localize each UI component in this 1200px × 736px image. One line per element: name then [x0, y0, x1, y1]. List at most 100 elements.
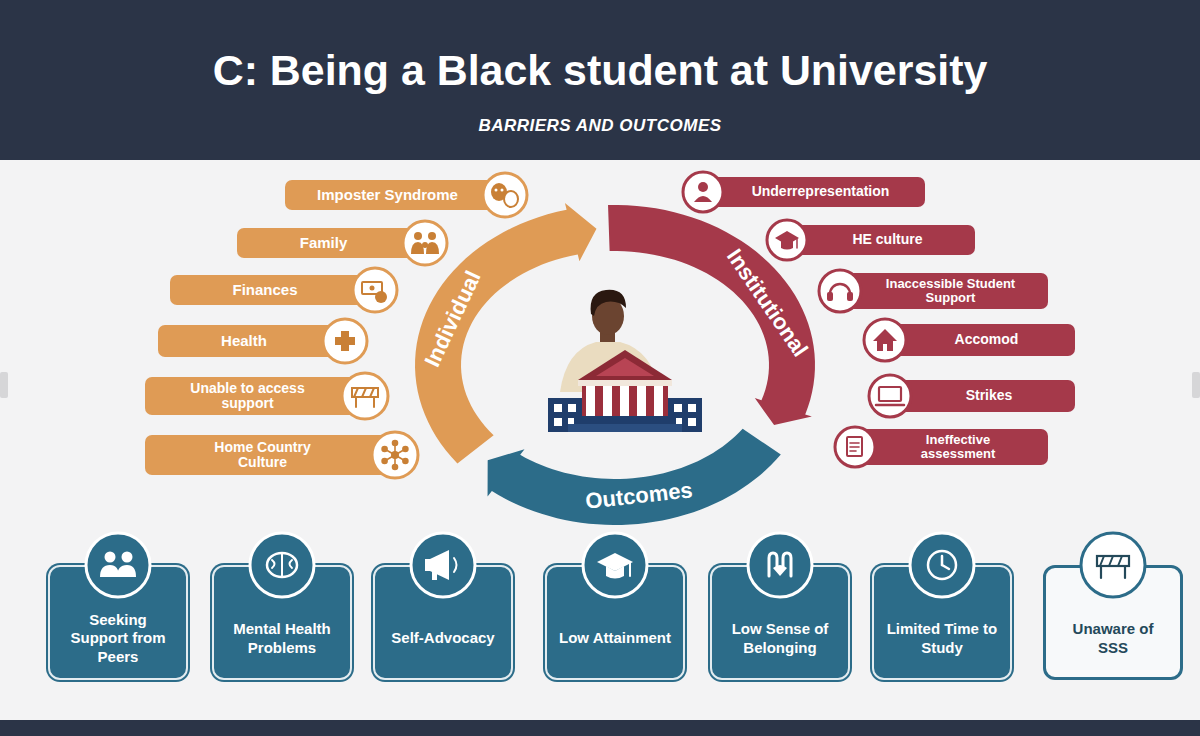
university-building-part	[637, 386, 646, 416]
band-arrow	[488, 429, 781, 525]
outcome-icons-part	[454, 558, 457, 572]
node-label: Low Sense of Belonging	[724, 620, 836, 657]
node-label: Self-Advocacy	[391, 629, 494, 647]
drawing-part	[382, 441, 408, 470]
university-building-part	[554, 418, 562, 426]
node-label: Unaware of SSS	[1058, 620, 1168, 657]
outcome-icons-part	[1118, 556, 1122, 566]
individual-icons-part	[483, 173, 527, 217]
individual-icons-part	[375, 291, 387, 303]
university-building-part	[568, 404, 576, 412]
university-building-part	[578, 350, 672, 380]
outcome-icons-part	[606, 566, 624, 579]
node-label: Finances	[232, 282, 297, 298]
outcome-icons-part	[430, 550, 449, 580]
individual-icons-part	[426, 242, 439, 254]
outcome-icons-part	[1100, 556, 1104, 566]
barrier-pill: Family	[237, 228, 430, 258]
node-label: Home Country Culture	[203, 440, 323, 470]
institutional-icons-part	[877, 340, 893, 351]
institutional-icons-part	[879, 387, 901, 401]
barrier-pill: Finances	[170, 275, 380, 305]
institutional-icons-part	[850, 446, 859, 448]
outcome-icons-part	[425, 559, 431, 571]
barrier-pill: Health	[158, 325, 350, 357]
node-label: Health	[221, 333, 267, 349]
outcome-icons-part	[86, 533, 150, 597]
institutional-icons-part	[873, 329, 897, 341]
barrier-pill: Unable to access support	[145, 377, 370, 415]
institutional-icons-part	[683, 172, 723, 212]
institutional-icons-part	[876, 404, 904, 407]
outcome-icons-part	[748, 533, 812, 597]
university-building-part	[654, 386, 663, 416]
institutional-icons-part	[796, 239, 798, 248]
institutional-icons-part	[850, 442, 859, 444]
university-building-part	[596, 358, 654, 376]
outcome-icons-part	[583, 533, 647, 597]
individual-icons-part	[354, 388, 358, 397]
individual-icons-part	[501, 189, 504, 192]
university-building-part	[582, 386, 668, 416]
slide-title: C: Being a Black student at University	[0, 44, 1200, 96]
university-building-part	[578, 380, 672, 386]
individual-icons-part	[411, 242, 424, 254]
individual-icons-part	[414, 232, 422, 240]
outcome-icons-part	[1081, 533, 1145, 597]
outcome-icons-part	[1097, 556, 1129, 566]
institutional-icons-part	[830, 284, 850, 294]
institutional-icons-part	[819, 270, 861, 312]
university-building-part	[603, 386, 612, 416]
outcome-icons-part	[432, 571, 437, 580]
individual-icons-part	[372, 432, 418, 478]
institutional-icons-part	[767, 220, 807, 260]
node-label: Strikes	[966, 388, 1013, 403]
barrier-pill: Imposter Syndrome	[285, 180, 510, 210]
university-building-part	[568, 424, 682, 432]
background-panels-part	[0, 720, 1200, 736]
barrier-pill: Inaccessible Student Support	[835, 273, 1048, 309]
node-label: Unable to access support	[173, 381, 323, 411]
institutional-icons-part	[864, 319, 906, 361]
individual-icons	[323, 173, 527, 478]
individual-icons-part	[370, 388, 374, 397]
background-panels-part	[0, 0, 1200, 160]
institutional-icons-part	[827, 292, 833, 301]
node-label: Underrepresentation	[752, 184, 890, 199]
outcome-icons	[86, 533, 1145, 597]
node-label: Limited Time to Study	[886, 620, 998, 657]
background-panels-part	[0, 160, 1200, 720]
institutional-icons-part	[869, 375, 911, 417]
outcome-icons-part	[941, 556, 944, 565]
individual-icons-part	[403, 221, 447, 265]
institutional-icons-part	[847, 292, 853, 301]
individual-icons-part	[504, 191, 518, 207]
institutional-icons-part	[847, 437, 862, 456]
outcome-icons-part	[910, 533, 974, 597]
drawing-part-part	[393, 441, 398, 446]
node-label: Mental Health Problems	[226, 620, 338, 657]
background-panels-part	[1192, 372, 1200, 398]
outcome-icons-part	[267, 553, 297, 577]
node-label: Imposter Syndrome	[317, 187, 458, 203]
individual-icons-part	[335, 337, 355, 345]
individual-icons-part	[323, 319, 367, 363]
slide-subtitle: BARRIERS AND OUTCOMES	[0, 116, 1200, 136]
institutional-icons-part	[850, 450, 856, 452]
outcome-icons-part	[769, 553, 777, 576]
individual-icons-part	[355, 397, 357, 407]
university-building-part	[554, 404, 562, 412]
university-building-part	[674, 404, 682, 412]
outcome-icons-part	[928, 551, 956, 579]
individual-icons-part	[353, 268, 397, 312]
node-label: Inaccessible Student Support	[876, 277, 1026, 305]
barrier-pill: Strikes	[885, 380, 1075, 412]
university-building-part	[586, 386, 595, 416]
outcome-icons-part	[122, 552, 133, 563]
drawing-part-part	[393, 465, 398, 470]
barrier-pill: HE culture	[782, 225, 975, 255]
individual-icons-part	[428, 232, 436, 240]
